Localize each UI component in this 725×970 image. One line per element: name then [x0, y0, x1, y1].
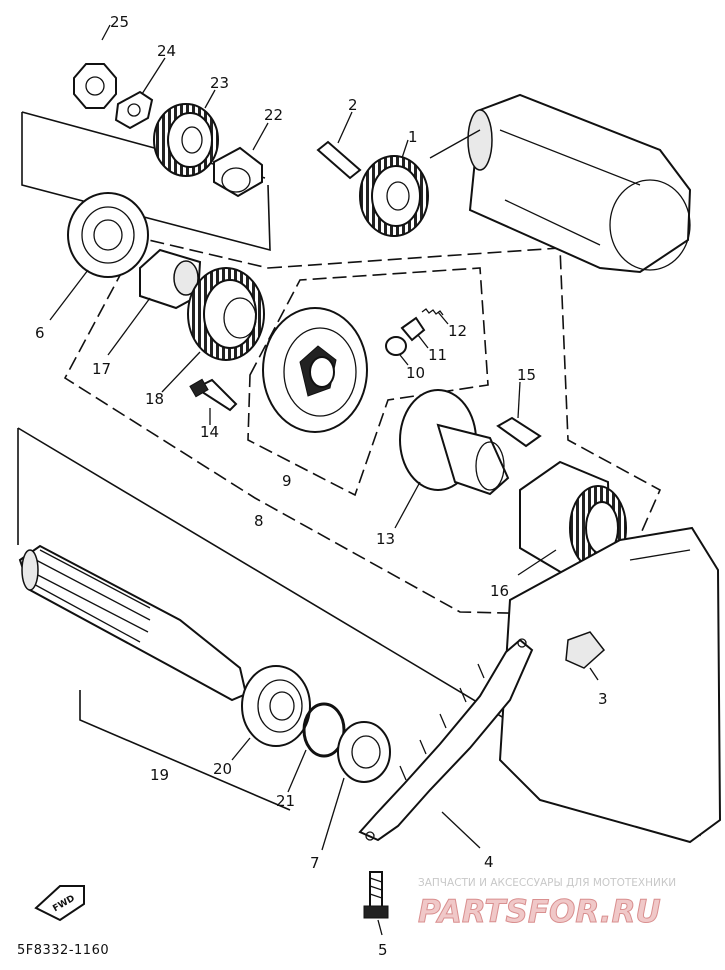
bearing-part-20	[231, 665, 311, 761]
label-15: 15	[517, 366, 536, 384]
gear-part-1	[359, 139, 429, 237]
bolt-part-14	[189, 378, 238, 425]
label-12: 12	[448, 322, 467, 340]
group-8-outline	[63, 237, 662, 616]
shaft-part-19	[18, 544, 248, 702]
plate-part-4	[358, 638, 534, 849]
collar-part-22	[213, 122, 269, 198]
label-10: 10	[406, 364, 425, 382]
label-20: 20	[213, 760, 232, 778]
label-14: 14	[200, 423, 219, 441]
label-25: 25	[110, 13, 129, 31]
group-9-outline	[247, 267, 489, 497]
label-11: 11	[428, 346, 447, 364]
bush-part-17	[107, 248, 202, 356]
seal-part-7	[321, 721, 391, 851]
roller-part-10	[385, 336, 409, 366]
forward-arrow-icon: FWD	[34, 885, 85, 922]
label-5: 5	[378, 941, 388, 959]
gear-part-18	[161, 267, 265, 393]
label-23: 23	[210, 74, 229, 92]
spring-part-12	[421, 308, 449, 325]
starter-motor	[429, 93, 692, 274]
bearing-part-6	[49, 192, 149, 321]
label-3: 3	[598, 690, 608, 708]
label-24: 24	[157, 42, 176, 60]
lockwasher-part-24	[114, 57, 166, 130]
label-22: 22	[264, 106, 283, 124]
label-6: 6	[35, 324, 45, 342]
label-17: 17	[92, 360, 111, 378]
label-4: 4	[484, 853, 494, 871]
nut-part-25	[73, 24, 117, 109]
diagram-code: 5F8332-1160	[17, 943, 109, 958]
bracket-6-22	[21, 112, 271, 252]
bolt-part-5	[363, 871, 389, 936]
clutch-part-9	[262, 307, 368, 433]
pin-part-2	[316, 111, 362, 180]
key-part-15	[496, 381, 542, 448]
label-16: 16	[490, 582, 509, 600]
gear-part-23	[153, 89, 219, 177]
oring-part-21	[287, 702, 346, 793]
cover-part-3	[498, 526, 722, 844]
label-18: 18	[145, 390, 164, 408]
label-1: 1	[408, 128, 418, 146]
label-9: 9	[282, 472, 292, 490]
clutch-boss-part-13	[394, 389, 510, 529]
label-19: 19	[150, 766, 169, 784]
watermark-logo: PARTSFOR.RU	[418, 894, 661, 930]
label-21: 21	[276, 792, 295, 810]
label-8: 8	[254, 512, 264, 530]
label-2: 2	[348, 96, 358, 114]
watermark-tagline: ЗАПЧАСТИ И АКСЕССУАРЫ ДЛЯ МОТОТЕХНИКИ	[418, 877, 676, 889]
label-13: 13	[376, 530, 395, 548]
label-7: 7	[310, 854, 320, 872]
spring-cap-part-11	[400, 316, 429, 349]
